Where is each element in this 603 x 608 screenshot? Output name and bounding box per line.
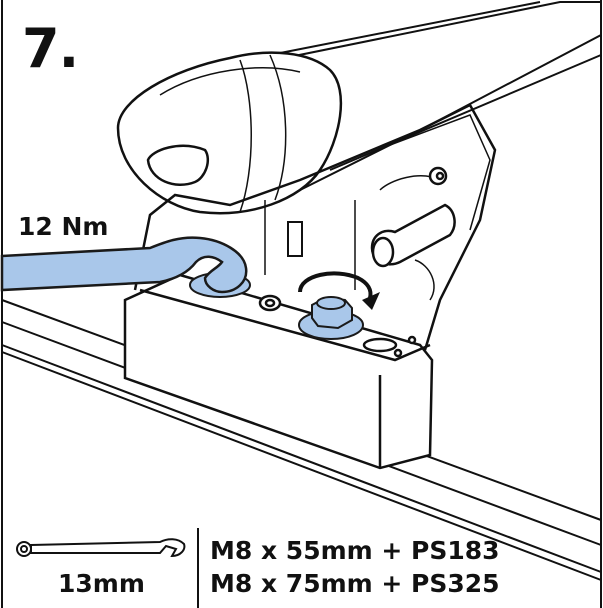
bolt-spec-2: M8 x 75mm + PS325 [210, 569, 500, 598]
bar-end-cap [116, 51, 343, 215]
spanner-icon [16, 538, 186, 558]
wrench-icon [0, 236, 248, 294]
bolt-spec-1: M8 x 55mm + PS183 [210, 536, 500, 565]
torque-label: 12 Nm [18, 212, 109, 241]
wrench-size-label: 13mm [58, 569, 145, 598]
bolt-with-washer [298, 296, 364, 340]
foot-housing [123, 103, 497, 470]
cross-bar [248, 1, 602, 192]
tighten-arrow-icon [298, 271, 380, 310]
step-number: 7. [22, 17, 79, 80]
